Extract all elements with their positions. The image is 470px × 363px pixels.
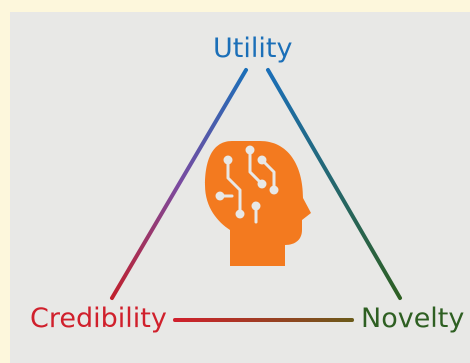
node-label-utility: Utility <box>213 33 293 64</box>
edge-utility-novelty <box>266 68 402 300</box>
edge-utility-credibility <box>110 68 248 300</box>
ai-brain-head-icon <box>205 141 311 266</box>
node-label-credibility: Credibility <box>30 303 167 334</box>
node-label-novelty: Novelty <box>361 303 465 334</box>
